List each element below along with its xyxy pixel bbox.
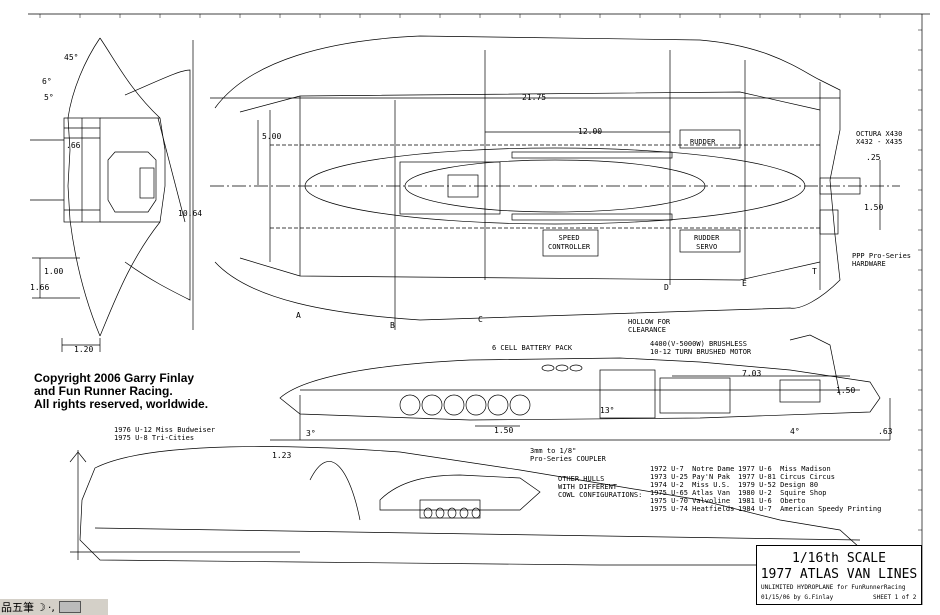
label-ppp: PPP Pro-Series HARDWARE [852,252,912,268]
dim-right-25: .25 [866,153,881,162]
label-battery: 6 CELL BATTERY PACK [492,344,573,352]
dim-profile-3: 3° [306,429,316,438]
hull-list-a: 1972 U-7 Notre Dame 1973 U-25 Pay'N Pak … [650,465,735,513]
dim-angle-45: 45° [64,53,79,62]
title-subtitle: UNLIMITED HYDROPLANE for FunRunnerRacing [761,584,906,591]
dim-front-166: 1.66 [30,283,50,292]
dim-right-150: 1.50 [864,203,884,212]
dim-front-100: 1.00 [44,267,64,276]
bulkhead-c: C [478,315,483,324]
label-brushless: 4400(V-5000W) BRUSHLESS 10-12 TURN BRUSH… [650,340,752,356]
bulkhead-d: D [664,283,669,292]
title-scale: 1/16th SCALE [792,551,886,566]
right-ruler [918,29,922,571]
title-block: 1/16th SCALE 1977 ATLAS VAN LINES UNLIMI… [756,545,922,605]
dim-angle-5: 5° [44,93,54,102]
label-octura: OCTURA X430 X432 - X435 [856,130,903,146]
label-rudder-servo: RUDDER SERVO [694,234,720,251]
dim-profile-4: 4° [790,427,800,436]
label-rudder-top: RUDDER [690,138,716,146]
label-speed-control: SPEED CONTROLLER [548,234,591,251]
top-ruler [39,14,881,18]
dim-overall-length: 21.75 [522,93,547,102]
dim-front-66: .66 [66,141,81,150]
punctuation-toggle[interactable]: ·, [47,600,55,614]
dim-profile-123: 1.23 [272,451,292,460]
bulkhead-b: B [390,321,395,330]
dim-profile-150a: 1.50 [836,386,856,395]
ime-mode-label[interactable]: 品五筆 [1,601,34,614]
plan-view [210,35,900,330]
profile-view [270,334,891,441]
dim-width: 10.64 [178,209,203,218]
dim-depth-500: 5.00 [262,132,282,141]
lower-view [69,446,861,566]
bulkhead-a: A [296,311,301,320]
bulkhead-t: T [812,267,817,276]
bulkhead-e: E [742,279,747,288]
dim-length-12: 12.00 [578,127,603,136]
title-sheet: SHEET 1 of 2 [873,594,917,601]
title-name: 1977 ATLAS VAN LINES [760,567,918,582]
title-date: 01/15/06 by G.Finlay [761,594,834,601]
dim-profile-13: 13° [600,406,615,415]
dim-profile-63: .63 [878,427,893,436]
dim-profile-703: 7.03 [742,369,762,378]
moon-icon[interactable]: ☽ [36,600,46,614]
label-hollow-for: HOLLOW FOR CLEARANCE [628,318,671,334]
dim-angle-6: 6° [42,77,52,86]
ime-toolbar[interactable]: 品五筆 ☽ ·, [0,598,108,615]
hull-list-b: 1977 U-6 Miss Madison 1977 U-81 Circus C… [738,465,882,513]
keyboard-icon[interactable] [58,601,81,613]
hull-note-top: 1976 U-12 Miss Budweiser 1975 U-8 Tri-Ci… [114,426,216,442]
front-view [30,37,194,352]
label-coupler: 3mm to 1/8" Pro-Series COUPLER [530,447,606,463]
dim-profile-150b: 1.50 [494,426,514,435]
copyright-notice: Copyright 2006 Garry Finlay and Fun Runn… [34,371,209,411]
hull-note-other: OTHER HULLS WITH DIFFERENT COWL CONFIGUR… [558,475,643,499]
dim-front-120: 1.20 [74,345,94,354]
